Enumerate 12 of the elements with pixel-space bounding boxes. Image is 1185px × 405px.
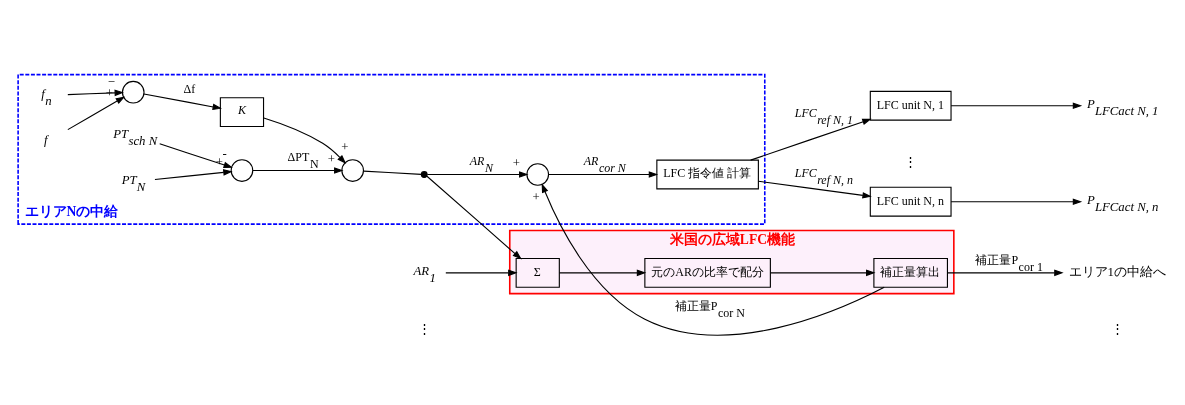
node-text: エリア1の中給へ <box>1068 264 1166 279</box>
label: - <box>222 146 227 161</box>
label: ⋮ <box>417 321 431 336</box>
node-text: f <box>44 132 48 147</box>
edge-label: Δf <box>183 82 196 97</box>
label: ⋮ <box>904 154 918 169</box>
label: + <box>512 156 520 171</box>
label: ⋮ <box>1111 321 1125 336</box>
label: + <box>532 190 540 205</box>
label: + <box>341 140 349 155</box>
label: + <box>327 152 335 167</box>
label: − <box>107 74 115 89</box>
